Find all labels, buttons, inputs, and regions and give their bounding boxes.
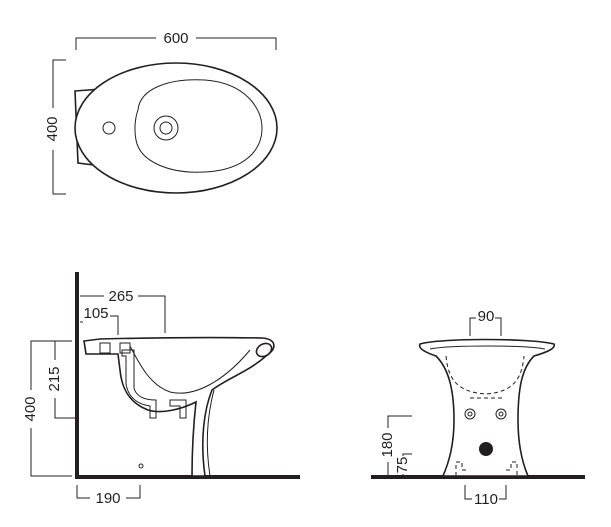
front-110-dimension: 110	[464, 485, 507, 508]
top-width-label: 600	[163, 30, 188, 47]
front-top-dimension: 90	[469, 308, 502, 336]
side-rim-dimension: 215	[46, 341, 75, 419]
top-depth-dimension: 400	[44, 59, 66, 195]
side-height-label: 400	[22, 396, 39, 421]
side-height-dimension: 400	[22, 340, 72, 477]
side-fixing-screw	[138, 463, 144, 469]
front-rim-inner	[429, 345, 546, 350]
front-180-dimension: 180	[379, 415, 412, 476]
top-bowl-outer	[74, 62, 278, 194]
front-fixing-hole-left	[464, 408, 476, 420]
side-rim-label: 215	[46, 366, 63, 391]
side-supply-fitting-2	[119, 342, 131, 354]
side-inlet-label: 105	[83, 305, 108, 322]
front-fixing-hole-right-inner	[498, 411, 504, 417]
front-view: 90 180 75 110	[371, 308, 585, 508]
side-tap-label: 265	[108, 288, 133, 305]
front-base-feet	[455, 461, 518, 476]
top-depth-label: 400	[44, 116, 61, 141]
front-110-label: 110	[474, 491, 498, 508]
side-base-dimension: 190	[76, 485, 141, 507]
top-tap-hole	[102, 121, 116, 135]
top-drain-outer	[153, 115, 179, 141]
front-75-dimension: 75	[394, 453, 412, 476]
side-tap-dimension: 265	[80, 288, 166, 333]
side-inlet-dimension: 105	[80, 305, 119, 335]
side-front-lip	[255, 342, 273, 358]
front-waste-outlet	[479, 442, 493, 456]
top-view: 600 400	[44, 30, 278, 195]
front-bidet-body	[418, 338, 556, 477]
top-width-dimension: 600	[75, 30, 277, 50]
side-supply-fitting	[99, 342, 111, 354]
top-drain-inner	[159, 121, 173, 135]
side-wall-floor	[75, 272, 300, 479]
front-fixing-hole-right	[495, 408, 507, 420]
front-hidden-bowl	[445, 355, 525, 395]
front-fixing-hole-left-inner	[467, 411, 473, 417]
top-bowl-inner	[134, 79, 263, 173]
side-waste-outlet	[169, 399, 187, 419]
side-pedestal-line	[206, 389, 215, 477]
side-bidet-body	[83, 336, 275, 477]
front-top-label: 90	[478, 308, 495, 325]
front-75-label: 75	[394, 457, 411, 474]
side-bowl-inner	[129, 345, 251, 394]
side-view: 400 215 105 265 190	[22, 272, 300, 507]
side-base-label: 190	[95, 490, 120, 507]
side-waste-pipe	[121, 349, 157, 419]
front-180-label: 180	[379, 432, 396, 457]
